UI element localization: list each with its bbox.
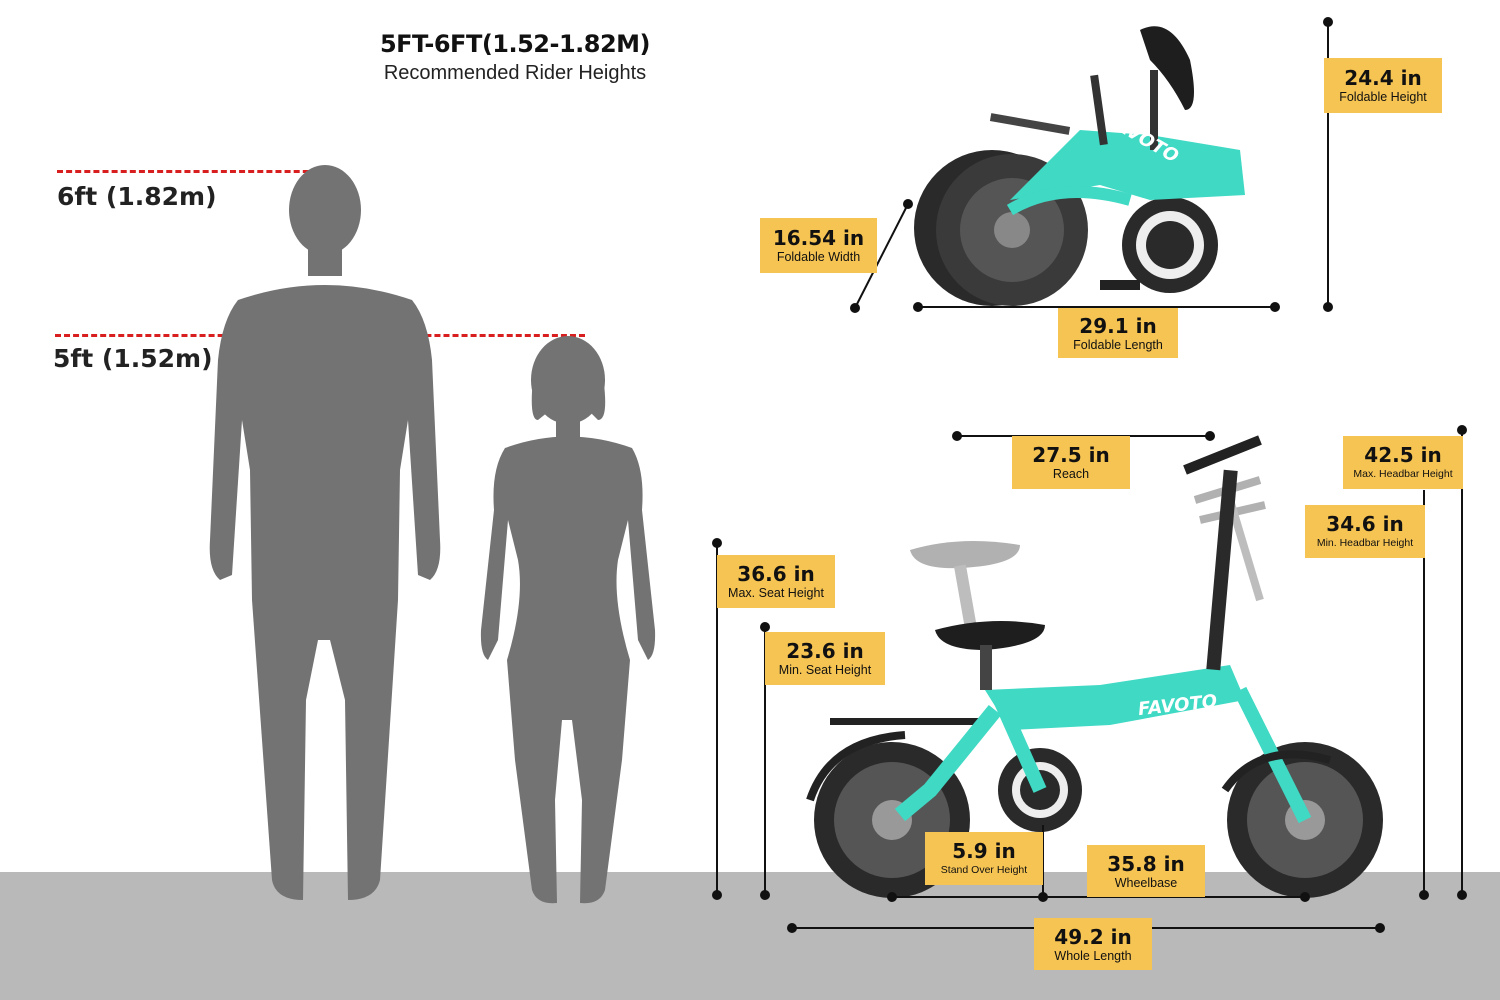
dimension-label: Foldable Width bbox=[776, 250, 861, 264]
height-label-5ft: 5ft (1.52m) bbox=[53, 344, 213, 373]
dimension-box-wheelbase: 35.8 in Wheelbase bbox=[1087, 845, 1205, 897]
dimension-box-min-seat-height: 23.6 in Min. Seat Height bbox=[765, 632, 885, 685]
dimension-value: 29.1 in bbox=[1079, 313, 1157, 338]
dimension-value: 49.2 in bbox=[1054, 924, 1132, 949]
female-silhouette-icon bbox=[480, 336, 656, 904]
dimension-box-max-seat-height: 36.6 in Max. Seat Height bbox=[717, 555, 835, 608]
dimension-value: 24.4 in bbox=[1344, 66, 1422, 90]
dimension-label: Max. Seat Height bbox=[728, 586, 824, 600]
ground-floor bbox=[0, 872, 1500, 1000]
unfolded-bike-illustration bbox=[806, 435, 1383, 898]
dimension-value: 36.6 in bbox=[737, 562, 815, 586]
height-line-6ft bbox=[57, 170, 327, 173]
male-silhouette-icon bbox=[209, 165, 441, 900]
dimension-box-foldable-width: 16.54 in Foldable Width bbox=[760, 218, 877, 273]
dimension-label: Reach bbox=[1052, 467, 1090, 481]
dimension-label: Max. Headbar Height bbox=[1353, 468, 1453, 480]
dimension-box-reach: 27.5 in Reach bbox=[1012, 436, 1130, 489]
dimension-value: 35.8 in bbox=[1107, 851, 1185, 876]
dimension-value: 23.6 in bbox=[786, 639, 864, 663]
dimension-value: 34.6 in bbox=[1326, 512, 1404, 536]
dimension-label: Whole Length bbox=[1054, 948, 1132, 963]
dimension-box-min-headbar-height: 34.6 in Min. Headbar Height bbox=[1305, 505, 1425, 558]
dimension-box-max-headbar-height: 42.5 in Max. Headbar Height bbox=[1343, 436, 1463, 489]
dimension-value: 16.54 in bbox=[772, 226, 865, 250]
dimension-value: 5.9 in bbox=[952, 839, 1016, 863]
dimension-box-whole-length: 49.2 in Whole Length bbox=[1034, 918, 1152, 970]
dimension-box-foldable-height: 24.4 in Foldable Height bbox=[1324, 58, 1442, 113]
dimension-label: Min. Seat Height bbox=[778, 663, 872, 677]
dimension-box-foldable-length: 29.1 in Foldable Length bbox=[1058, 308, 1178, 358]
dimension-label: Foldable Length bbox=[1073, 337, 1163, 352]
dimension-label: Wheelbase bbox=[1114, 875, 1178, 890]
dimension-value: 42.5 in bbox=[1364, 443, 1442, 467]
dimension-box-stand-over-height: 5.9 in Stand Over Height bbox=[925, 832, 1043, 885]
page-title: 5FT-6FT(1.52-1.82M) bbox=[379, 30, 651, 58]
dimension-value: 27.5 in bbox=[1032, 443, 1110, 467]
dimension-label: Foldable Height bbox=[1339, 90, 1427, 104]
folded-dimension-lines bbox=[850, 17, 1333, 313]
page-subtitle: Recommended Rider Heights bbox=[383, 62, 647, 84]
dimension-label: Min. Headbar Height bbox=[1316, 537, 1414, 549]
dimension-label: Stand Over Height bbox=[940, 864, 1028, 876]
height-label-6ft: 6ft (1.82m) bbox=[57, 182, 217, 211]
folded-bike-illustration bbox=[914, 26, 1245, 306]
